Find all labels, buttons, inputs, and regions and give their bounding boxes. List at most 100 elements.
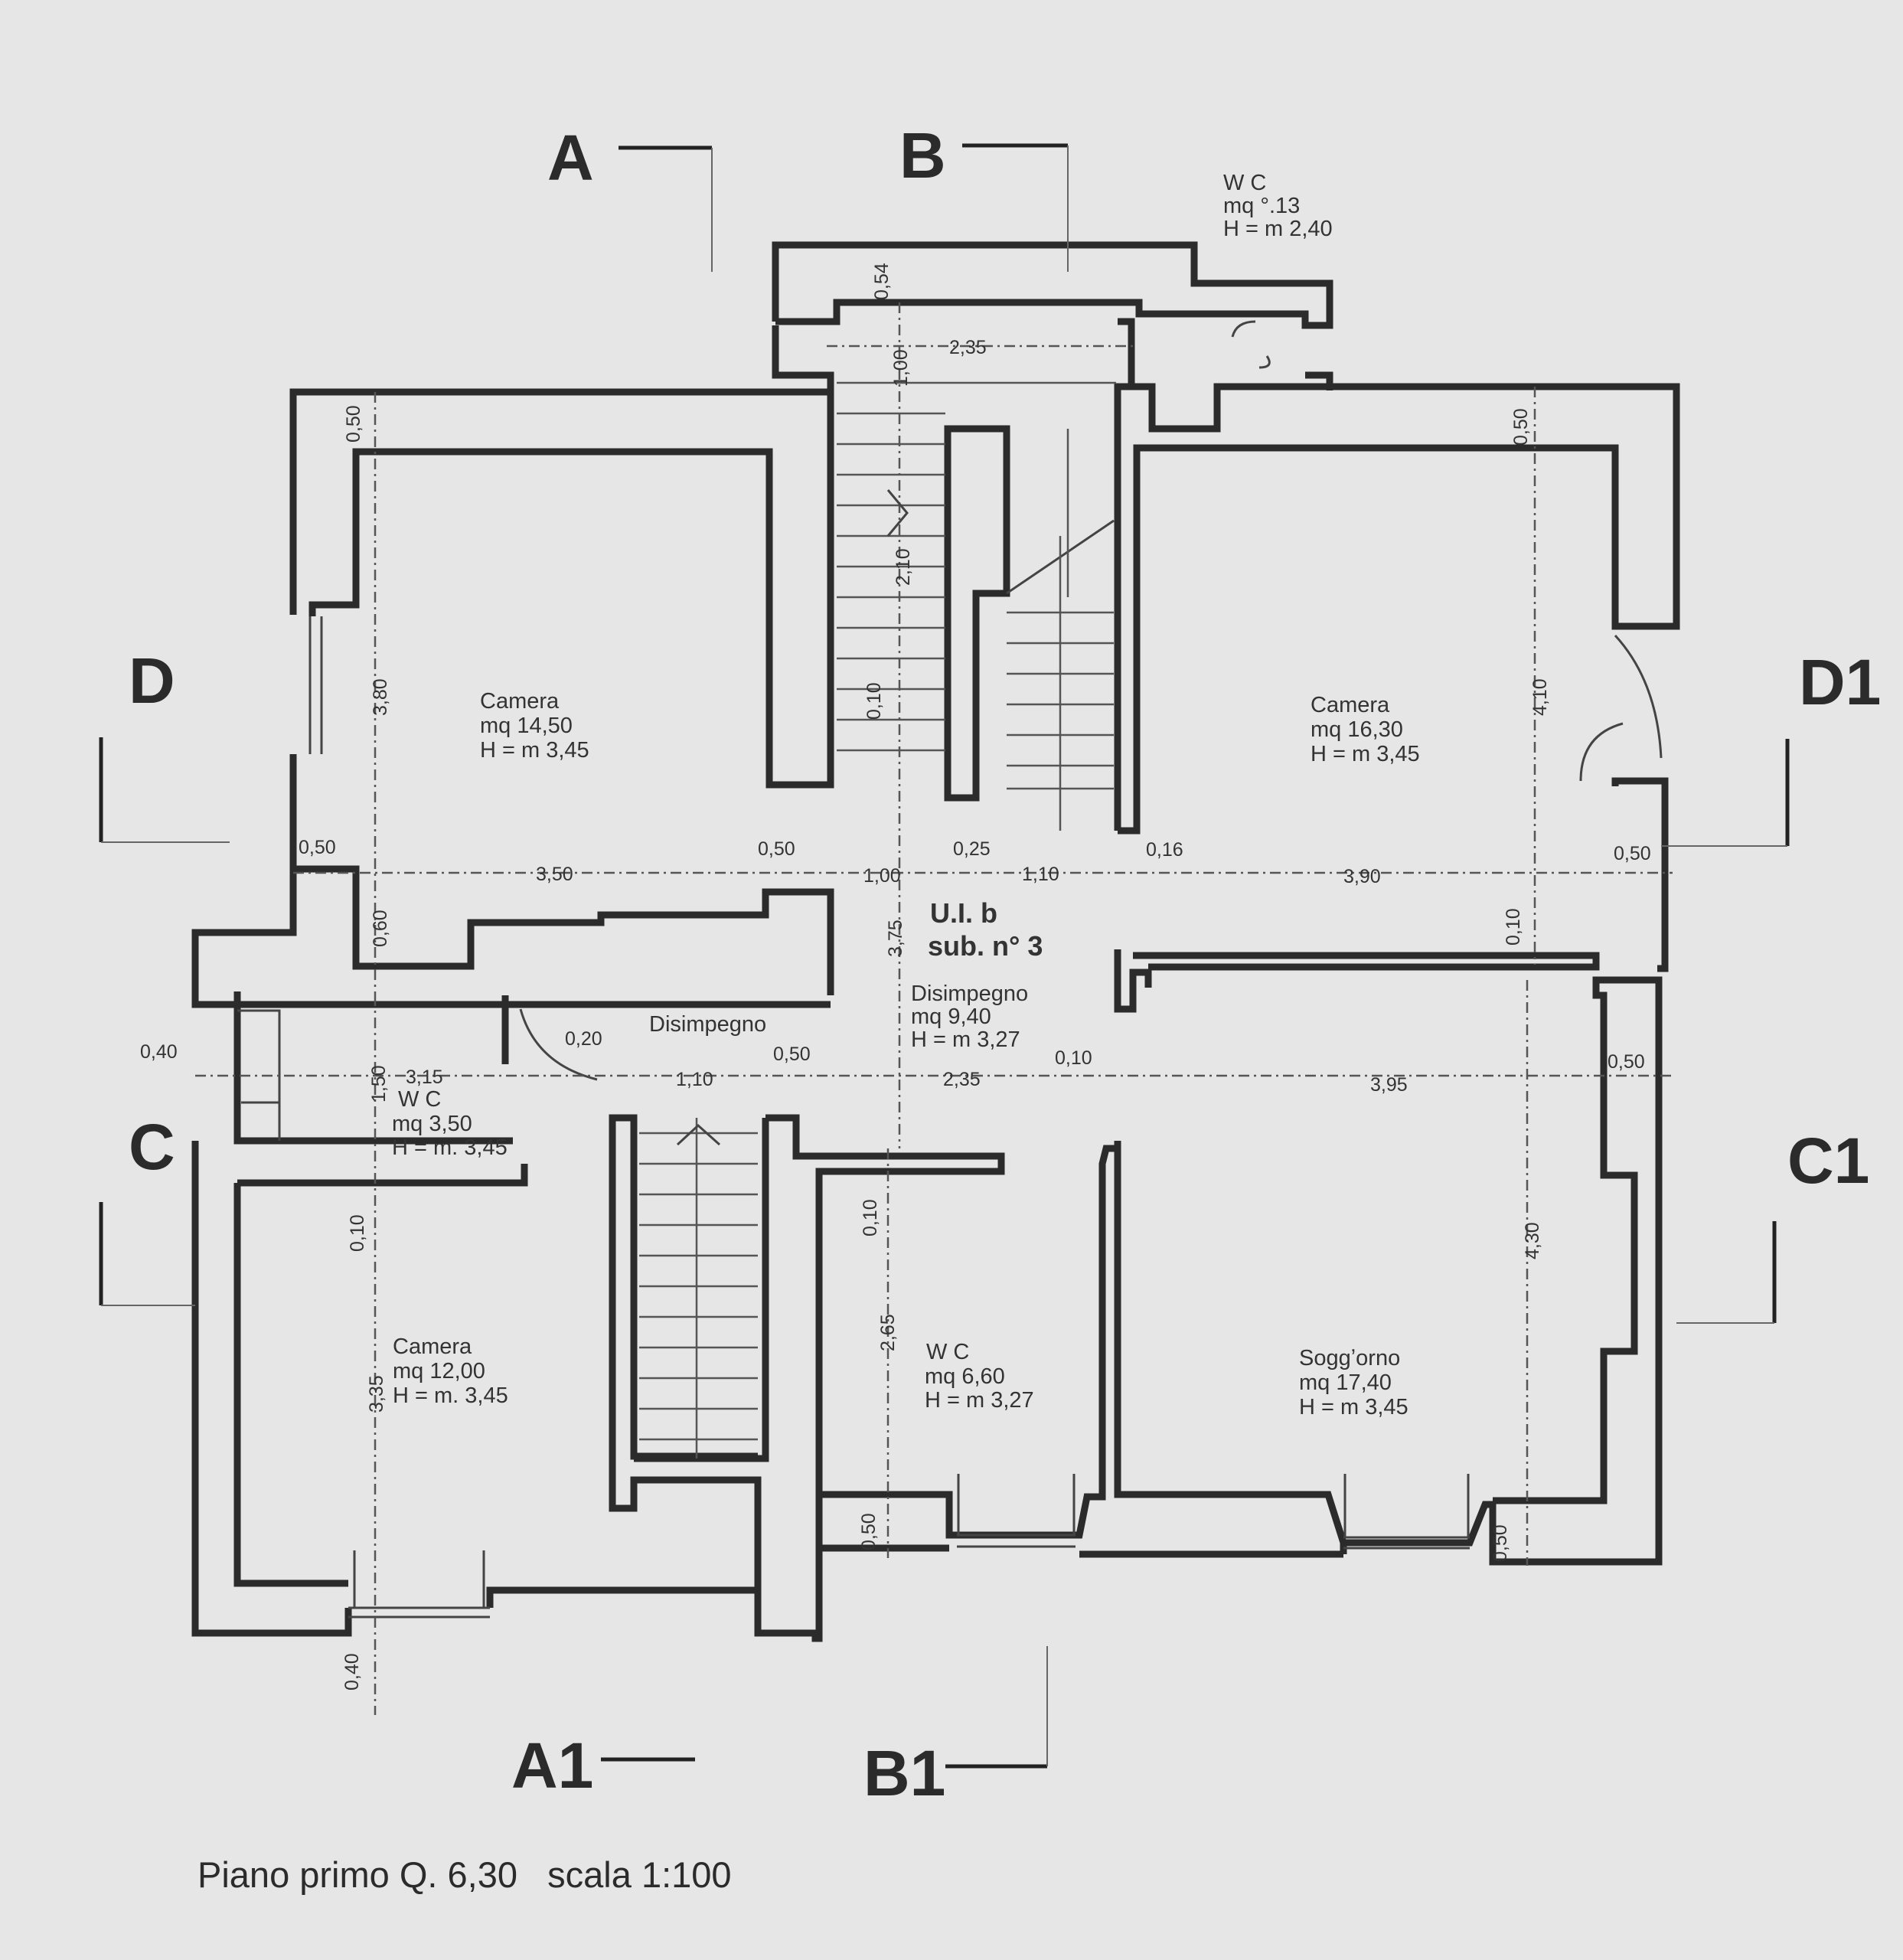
dim-430: 4,30: [1522, 1222, 1543, 1259]
room-height: H = m 3,45: [1311, 742, 1420, 766]
room-area: mq 17,40: [1299, 1370, 1392, 1395]
room-area: mq 9,40: [911, 1004, 991, 1029]
room-height: H = m 3,27: [911, 1027, 1020, 1052]
dim-050-se: 0,50: [1490, 1524, 1511, 1562]
door-west-swing: [519, 1008, 598, 1081]
section-label-d1: D1: [1799, 646, 1881, 718]
stair-upper-treads: [1007, 536, 1114, 831]
room-area: mq °.13: [1223, 194, 1300, 218]
dim-315: 3,15: [406, 1067, 443, 1088]
room-name: W C: [926, 1340, 969, 1364]
dim-235-top: 2,35: [949, 337, 987, 358]
room-labels: W C mq °.13 H = m 2,40 Camera mq 14,50 H…: [392, 171, 1420, 1419]
window-west: [308, 616, 323, 754]
dim-050-e-low: 0,50: [1608, 1051, 1645, 1073]
dim-265: 2,65: [877, 1314, 899, 1351]
room-name: W C: [398, 1087, 441, 1112]
dim-380: 3,80: [370, 678, 391, 716]
wall-top-wc: [772, 241, 1333, 329]
wall-stair-core: [944, 425, 1010, 802]
dim-050-low: 0,50: [773, 1044, 811, 1065]
room-area: mq 12,00: [393, 1359, 485, 1383]
room-disimpegno-center: Disimpegno mq 9,40 H = m 3,27: [911, 982, 1028, 1052]
dim-060: 0,60: [370, 910, 391, 947]
wall-sw-room: [191, 1114, 762, 1637]
dim-050-nw: 0,50: [343, 405, 364, 443]
section-label-c1: C1: [1787, 1125, 1869, 1197]
wall-sw-inner: [233, 1164, 528, 1587]
dim-050-ne: 0,50: [1510, 408, 1532, 446]
dim-390: 3,90: [1343, 866, 1381, 887]
dim-150: 1,50: [368, 1065, 390, 1102]
room-camera-sw: Camera mq 12,00 H = m. 3,45: [393, 1334, 508, 1408]
dim-110-low: 1,10: [676, 1069, 713, 1090]
dim-410: 4,10: [1529, 678, 1551, 716]
room-area: mq 3,50: [392, 1112, 472, 1136]
unit-sub: sub. n° 3: [928, 930, 1043, 962]
room-height: H = m. 3,45: [392, 1135, 508, 1160]
room-area: mq 14,50: [480, 714, 573, 738]
room-height: H = m 3,27: [925, 1388, 1034, 1413]
room-area: mq 6,60: [925, 1364, 1005, 1389]
dim-050-nw-side: 0,50: [299, 837, 336, 858]
window-south-wc: [957, 1474, 1076, 1548]
wc-west-fixture: [237, 1009, 281, 1141]
wall-south-exterior: [819, 1543, 1347, 1558]
dim-235-low: 2,35: [943, 1069, 981, 1090]
room-height: H = m 3,45: [1299, 1395, 1408, 1419]
window-south-living: [1343, 1474, 1470, 1550]
room-name: Soggʼorno: [1299, 1346, 1400, 1370]
window-south-sw: [348, 1550, 490, 1619]
walls: [191, 241, 1680, 1642]
dim-050-mid: 0,50: [758, 838, 795, 860]
dimension-lines: [195, 302, 1673, 1715]
staircase: [639, 381, 1116, 1459]
room-name: Camera: [1311, 693, 1390, 717]
dim-010-wc: 0,10: [860, 1199, 881, 1236]
room-wc-west: W C mq 3,50 H = m. 3,45: [392, 1087, 508, 1160]
section-label-d: D: [129, 645, 175, 717]
room-name: Camera: [480, 689, 560, 714]
wall-west-corridor: [191, 754, 831, 1145]
stair-top-flight: [837, 381, 1116, 752]
dim-050-wc: 0,50: [858, 1513, 880, 1550]
dim-100-mid: 1,00: [863, 865, 901, 887]
wall-living: [1114, 976, 1663, 1566]
room-soggiorno: Soggʼorno mq 17,40 H = m 3,45: [1299, 1346, 1408, 1419]
section-label-b: B: [899, 119, 946, 191]
dim-100-top: 1,00: [890, 349, 912, 387]
dim-010-low: 0,10: [1055, 1047, 1092, 1069]
dim-350: 3,50: [536, 864, 573, 885]
dim-010-stair: 0,10: [863, 682, 885, 720]
dim-110-mid: 1,10: [1022, 864, 1059, 885]
room-disimpegno-west: Disimpegno: [649, 1012, 766, 1037]
wall-wc-south: [819, 1145, 1121, 1539]
unit-label: U.I. b sub. n° 3: [928, 897, 1043, 962]
dim-054: 0,54: [871, 263, 893, 300]
dim-395: 3,95: [1370, 1074, 1408, 1096]
section-label-c: C: [129, 1111, 175, 1183]
room-height: H = m 3,45: [480, 738, 589, 763]
dim-050-e: 0,50: [1614, 843, 1651, 864]
section-label-a: A: [547, 122, 594, 194]
section-label-b1: B1: [863, 1737, 945, 1809]
dim-016: 0,16: [1146, 839, 1183, 861]
stair-lower-treads: [639, 1118, 758, 1459]
room-height: H = m. 3,45: [393, 1383, 508, 1408]
wall-nw-lower: [289, 754, 834, 995]
dim-375: 3,75: [885, 920, 906, 957]
section-labels: A B A1 B1 D D1 C C1: [129, 119, 1881, 1809]
wall-ne-east: [1611, 777, 1669, 972]
room-name: W C: [1223, 171, 1266, 195]
door-wc-top: [1231, 320, 1271, 369]
stair-lower-arrow: [676, 1123, 720, 1146]
wall-stair-south: [634, 1114, 1005, 1642]
wall-ne-room: [1114, 383, 1680, 835]
room-name: Disimpegno: [911, 982, 1028, 1006]
room-wc-top: W C mq °.13 H = m 2,40: [1223, 171, 1333, 241]
openings: [237, 320, 1663, 1619]
dim-210: 2,10: [893, 548, 914, 586]
wall-partition-e: [1114, 949, 1600, 1013]
dim-335: 3,35: [366, 1375, 387, 1413]
room-camera-nw: Camera mq 14,50 H = m 3,45: [480, 689, 589, 763]
